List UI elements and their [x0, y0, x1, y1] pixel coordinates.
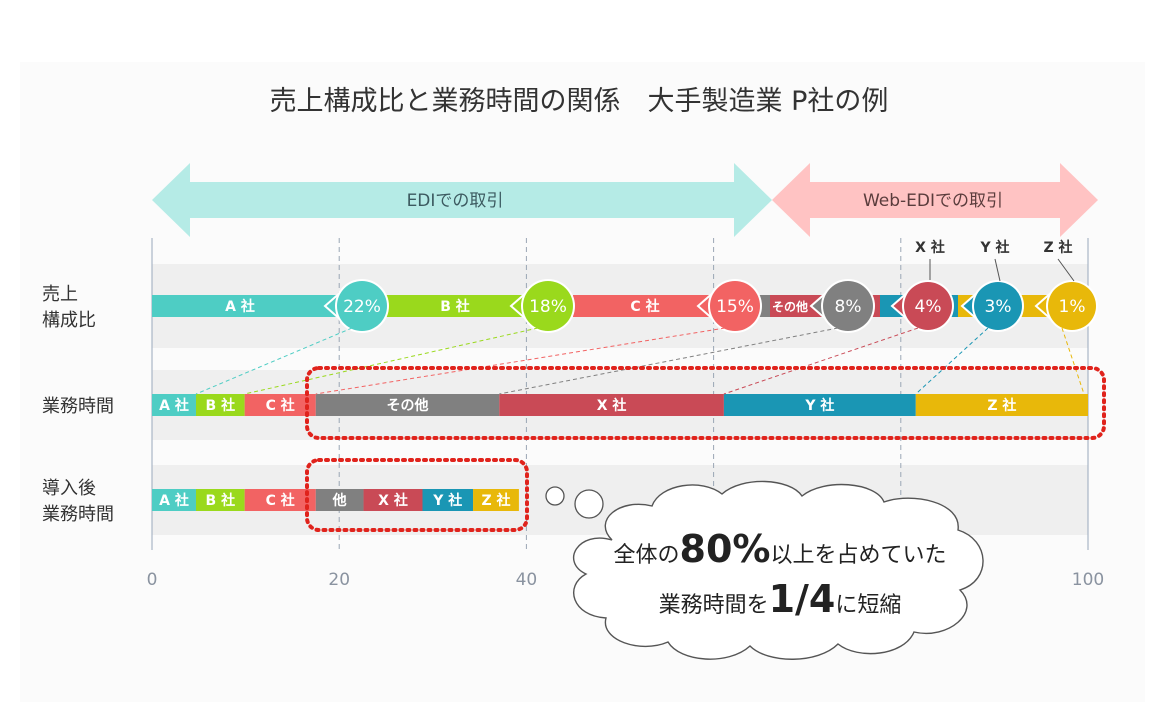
web-edi-arrow	[772, 163, 1098, 237]
sales-bubble	[523, 281, 573, 331]
sales-bubble	[823, 281, 873, 331]
x-tick-label: 0	[147, 570, 158, 590]
workload-bar-segment	[244, 394, 316, 416]
after-bar-segment	[363, 489, 423, 511]
sales-segment-label: B 社	[440, 298, 470, 315]
chart-title: 売上構成比と業務時間の関係 大手製造業 P社の例	[270, 86, 889, 117]
workload-segment-label: A 社	[159, 397, 189, 414]
callout-cloud	[573, 480, 984, 660]
edi-arrow-label: EDIでの取引	[407, 191, 504, 211]
sales-segment-label: その他	[772, 299, 808, 314]
callout-line-1-emphasis: 80%	[680, 527, 771, 571]
after-segment-label: 他	[332, 492, 347, 509]
connector-line	[315, 327, 726, 395]
callout-line-2-post: に短縮	[835, 593, 901, 618]
row-label: 構成比	[42, 310, 96, 331]
after-bar-segment	[152, 489, 196, 511]
after-bar-segment	[244, 489, 316, 511]
row-label: 業務時間	[42, 504, 114, 525]
after-bar-segment	[422, 489, 474, 511]
after-segment-label: B 社	[206, 492, 236, 509]
connector-line	[195, 327, 353, 395]
sales-top-label: X 社	[915, 239, 945, 256]
x-tick-label: 100	[1072, 570, 1104, 590]
connector-line	[1061, 327, 1085, 395]
x-tick-label: 20	[328, 570, 350, 590]
sales-bubble-pct: 22%	[343, 297, 381, 317]
after-bar-segment	[195, 489, 245, 511]
workload-bar-segment	[152, 394, 196, 416]
callout-line-2: 業務時間を1/4に短縮	[659, 577, 902, 621]
sales-bubble	[904, 282, 952, 330]
leader-y	[994, 258, 1001, 282]
web-edi-arrow-label: Web-EDIでの取引	[863, 191, 1003, 211]
sales-bar-segment	[573, 295, 727, 317]
row-label: 売上	[42, 284, 78, 305]
row-label: 業務時間	[42, 396, 114, 417]
sales-bubble-pct: 3%	[985, 297, 1012, 317]
workload-segment-label: その他	[387, 397, 429, 414]
workload-bar-segment	[315, 394, 500, 416]
connector-line	[244, 327, 539, 395]
sales-bubble-pct: 15%	[716, 297, 754, 317]
workload-bar-segment	[195, 394, 245, 416]
workload-segment-label: B 社	[206, 397, 236, 414]
callout-line-1: 全体の80%以上を占めていた	[614, 527, 947, 571]
callout-line-1-post: 以上を占めていた	[770, 543, 946, 568]
after-bar-segment	[473, 489, 519, 511]
sales-bubble	[710, 281, 760, 331]
workload-bar-segment	[723, 394, 916, 416]
cloud-dot-small	[545, 486, 565, 506]
edi-arrow	[152, 163, 772, 237]
after-segment-label: X 社	[378, 492, 408, 509]
sales-bubble	[974, 282, 1022, 330]
after-bar-segment	[315, 489, 364, 511]
workload-segment-label: X 社	[597, 397, 627, 414]
callout-line-2-emphasis: 1/4	[769, 577, 836, 621]
after-segment-label: Z 社	[481, 492, 510, 509]
connector-line	[499, 327, 839, 395]
sales-bubble-pct: 4%	[915, 297, 942, 317]
sales-bubble	[1048, 282, 1096, 330]
sales-bar-segment	[152, 295, 354, 317]
sales-segment-label: A 社	[225, 298, 255, 315]
after-segment-label: A 社	[159, 492, 189, 509]
connector-line	[915, 327, 989, 395]
callout-line-1-pre: 全体の	[614, 543, 680, 568]
sales-bar-segment	[386, 295, 540, 317]
workload-segment-label: Z 社	[987, 397, 1016, 414]
row-label: 導入後	[42, 478, 96, 499]
workload-bar-segment	[499, 394, 724, 416]
x-tick-label: 40	[516, 570, 538, 590]
after-segment-label: Y 社	[432, 492, 462, 509]
sales-segment-label: C 社	[630, 298, 659, 315]
sales-top-label: Y 社	[979, 239, 1009, 256]
leader-z	[1057, 258, 1075, 282]
workload-segment-label: C 社	[266, 397, 295, 414]
callout-line-2-pre: 業務時間を	[659, 593, 769, 618]
workload-bar-segment	[915, 394, 1088, 416]
sales-bubble-pct: 1%	[1059, 297, 1086, 317]
sales-bubble-pct: 8%	[835, 297, 862, 317]
sales-bubble-pct: 18%	[529, 297, 567, 317]
highlight-box-workload	[305, 366, 1106, 440]
cloud-dot-medium	[574, 489, 604, 519]
workload-segment-label: Y 社	[804, 397, 834, 414]
highlight-box-after	[305, 458, 529, 532]
sales-bubble	[337, 281, 387, 331]
connector-line	[723, 327, 919, 395]
after-segment-label: C 社	[266, 492, 295, 509]
sales-top-label: Z 社	[1043, 239, 1072, 256]
